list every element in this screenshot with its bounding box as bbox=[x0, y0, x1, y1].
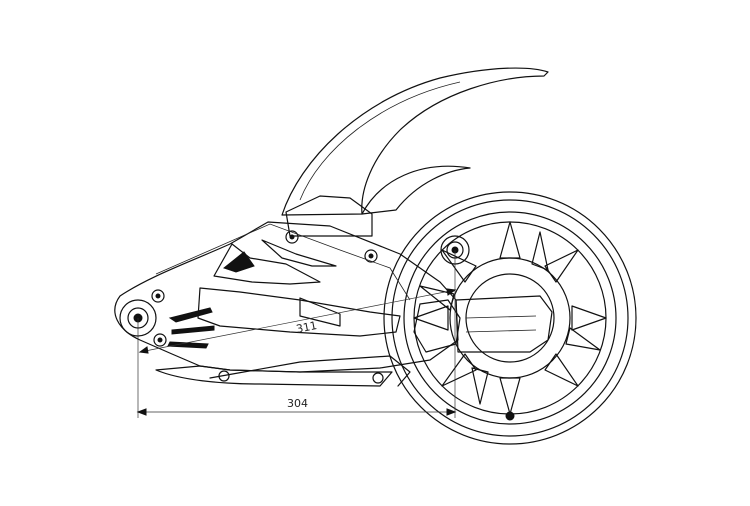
rear-wheel bbox=[383, 191, 637, 445]
valve-stem bbox=[505, 411, 515, 421]
diagonal-dimension-label: 311 bbox=[295, 319, 318, 336]
tire-inner bbox=[391, 199, 629, 437]
wheel-spokes bbox=[413, 221, 607, 415]
tire-outer bbox=[383, 191, 637, 445]
pivot-bolt-lower bbox=[153, 333, 167, 347]
wheel-hub-ring bbox=[449, 257, 571, 379]
swingarm bbox=[114, 221, 553, 387]
pivot-bolt-upper bbox=[151, 289, 165, 303]
dimension-annotations: 311 304 bbox=[136, 250, 457, 418]
pivot-assembly bbox=[119, 289, 215, 349]
diagonal-dimension-line bbox=[139, 289, 456, 353]
rim-outer bbox=[403, 211, 617, 425]
rear-fender bbox=[281, 67, 549, 263]
fender-bolt-left bbox=[285, 230, 299, 244]
horizontal-dimension-label: 304 bbox=[287, 397, 308, 410]
fender-bolt-right bbox=[364, 249, 378, 263]
